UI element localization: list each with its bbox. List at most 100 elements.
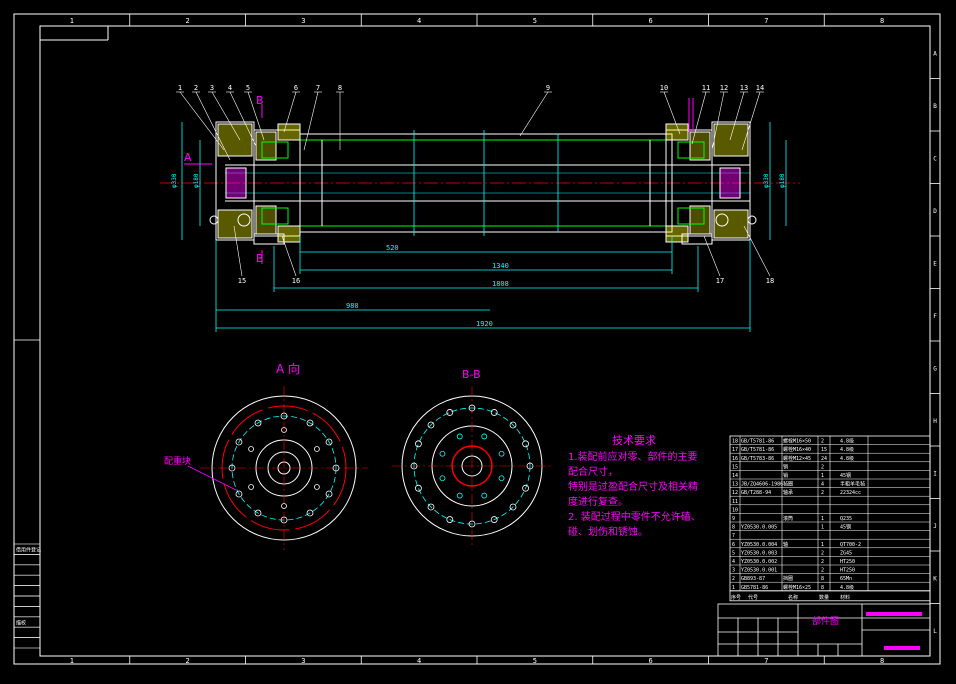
title-block bbox=[717, 603, 931, 657]
bom-cell: 45钢 bbox=[840, 524, 851, 531]
frame-row-label: E bbox=[933, 260, 937, 267]
bom-cell: 2 bbox=[821, 490, 824, 496]
bom-cell: 1 bbox=[821, 516, 824, 522]
frame-row-label: B bbox=[933, 103, 937, 110]
frame-col-label: 3 bbox=[301, 657, 305, 665]
bom-cell: YZ0530.0.005 bbox=[741, 525, 777, 531]
bom-cell: 螺栓M16×25 bbox=[783, 584, 811, 591]
part-balloon: 11 bbox=[702, 84, 710, 92]
frame-row-label: I bbox=[933, 470, 937, 477]
bom-cell: ZG45 bbox=[840, 550, 852, 556]
bom-cell: 4 bbox=[732, 559, 735, 565]
part-balloon: 18 bbox=[766, 277, 774, 285]
frame-col-label: 1 bbox=[70, 657, 74, 665]
bom-cell: GB/T5781-86 bbox=[741, 447, 774, 453]
bom-cell: 7 bbox=[732, 533, 735, 539]
bom-cell: 4.8级 bbox=[840, 455, 854, 462]
bom-cell: 1 bbox=[821, 525, 824, 531]
bom-cell: 4.8级 bbox=[840, 446, 854, 453]
part-balloon: 17 bbox=[716, 277, 724, 285]
bom-cell: 2 bbox=[821, 568, 824, 574]
notes-line: 特别是过盈配合尺寸及相关精 bbox=[568, 480, 698, 493]
bom-cell: 11 bbox=[732, 499, 738, 505]
frame-col-label: 8 bbox=[880, 17, 884, 25]
frame-col-label: 7 bbox=[764, 17, 768, 25]
part-balloon: 10 bbox=[660, 84, 668, 92]
inner-shaft bbox=[225, 164, 750, 202]
notes-line: 配合尺寸， bbox=[568, 465, 618, 478]
part-balloon: 1 bbox=[178, 84, 182, 92]
notes-title: 技术要求 bbox=[612, 434, 656, 447]
part-balloon: 15 bbox=[238, 277, 246, 285]
dimension-lines bbox=[181, 122, 787, 332]
dim-1340: 1340 bbox=[492, 262, 509, 270]
bom-cell: QT700-2 bbox=[840, 542, 861, 548]
bom-cell: 10 bbox=[732, 507, 738, 513]
bom-cell: 挡圈 bbox=[783, 575, 793, 582]
frame-row-label: G bbox=[933, 365, 937, 372]
frame-col-label: 6 bbox=[649, 17, 653, 25]
frame-row-label: A bbox=[933, 50, 937, 57]
notes-line: 1.装配前应对零、部件的主要 bbox=[568, 450, 698, 463]
bom-cell: JB/ZQ4606-1986 bbox=[741, 482, 783, 488]
view-a-title: A 向 bbox=[276, 361, 300, 376]
bom-cell: 销 bbox=[783, 463, 788, 470]
view-bb-title: B-B bbox=[462, 368, 481, 381]
bom-cell: 2 bbox=[821, 464, 824, 470]
bom-cell: 2 bbox=[821, 439, 824, 445]
frame-col-label: 2 bbox=[186, 657, 190, 665]
view-bb: B-B bbox=[392, 368, 552, 546]
drawing-name: 部件图 bbox=[812, 615, 839, 627]
left-strip-cell: 借用件登记 bbox=[16, 547, 41, 554]
bom-cell: YZ0530.0.004 bbox=[741, 542, 777, 548]
bom-cell: 24 bbox=[821, 456, 827, 462]
bom-header-cell: 数量 bbox=[819, 594, 829, 601]
bom-cell: 65Mn bbox=[840, 576, 852, 582]
bom-header-cell: 名称 bbox=[788, 594, 798, 601]
part-balloon: 13 bbox=[740, 84, 748, 92]
frame-row-label: J bbox=[933, 523, 937, 530]
bom-cell: 螺栓M16×40 bbox=[783, 446, 811, 453]
technical-notes: 技术要求 1.装配前应对零、部件的主要配合尺寸，特别是过盈配合尺寸及相关精度进行… bbox=[568, 434, 701, 538]
bom-cell: 毡圈 bbox=[783, 481, 793, 488]
dim-left-dia: φ330 bbox=[171, 173, 178, 188]
part-balloon: 9 bbox=[546, 84, 550, 92]
bom-cell: 18 bbox=[732, 439, 738, 445]
bom-cell: 8 bbox=[732, 525, 735, 531]
bom-cell: 12 bbox=[732, 490, 738, 496]
bom-cell: 滚筒 bbox=[783, 515, 793, 522]
part-balloon: 6 bbox=[294, 84, 298, 92]
bom-cell: 半粗羊毛毡 bbox=[840, 481, 865, 488]
dim-1920: 1920 bbox=[476, 320, 493, 328]
bom-cell: YZ0530.0.001 bbox=[741, 568, 777, 574]
bom-cell: YZ0530.0.003 bbox=[741, 550, 777, 556]
frame-col-label: 5 bbox=[533, 657, 537, 665]
dim-left-dia-2: φ180 bbox=[193, 173, 200, 188]
bom-cell: 轴 bbox=[783, 541, 788, 548]
notes-line: 碰、划伤和锈蚀。 bbox=[568, 525, 648, 538]
dim-right-dia: φ330 bbox=[763, 173, 770, 188]
bom-cell: 2 bbox=[821, 559, 824, 565]
bom-cell: 6 bbox=[732, 542, 735, 548]
bom-cell: 14 bbox=[732, 473, 738, 479]
bom-cell: 4 bbox=[821, 482, 824, 488]
bom-cell: 9 bbox=[732, 516, 735, 522]
bom-cell: 1 bbox=[732, 585, 735, 591]
frame-row-label: H bbox=[933, 418, 937, 425]
bom-cell: 17 bbox=[732, 447, 738, 453]
bom-cell: 1 bbox=[821, 542, 824, 548]
part-balloon: 8 bbox=[338, 84, 342, 92]
frame-row-label: L bbox=[933, 628, 937, 635]
bom-cell: 2 bbox=[732, 576, 735, 582]
dim-right-dia-2: φ180 bbox=[779, 173, 786, 188]
frame-row-label: K bbox=[933, 575, 937, 582]
bom-cell: 15 bbox=[821, 447, 827, 453]
dim-1808: 1808 bbox=[492, 280, 509, 288]
bom-cell: 8 bbox=[821, 585, 824, 591]
bom-cell: 4.8级 bbox=[840, 438, 854, 445]
